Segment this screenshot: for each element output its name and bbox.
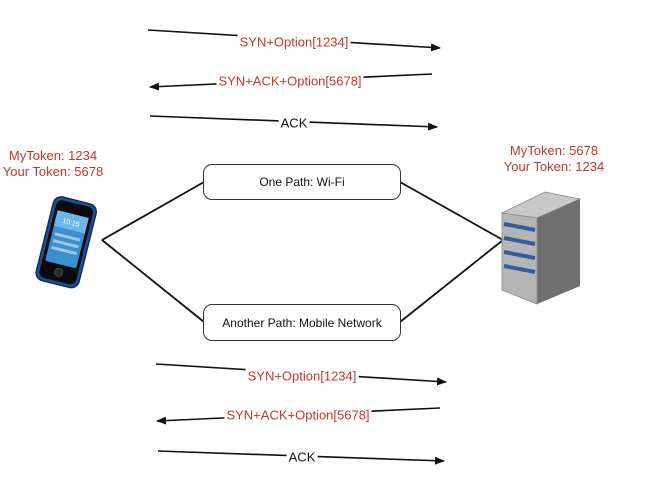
phone-clock: 10:15: [62, 218, 81, 229]
client-your-token: Your Token: 5678: [2, 164, 104, 179]
server-tokens: MyToken: 5678 Your Token: 1234: [496, 143, 612, 175]
client-tokens: MyToken: 1234 Your Token: 5678: [0, 148, 106, 180]
link-phone-mobile: [101, 239, 205, 323]
server-your-token: Your Token: 1234: [503, 159, 605, 174]
msg-syn-top: SYN+Option[1234]: [237, 34, 351, 50]
link-mobile-server: [399, 239, 504, 323]
msg-synack-bottom: SYN+ACK+Option[5678]: [224, 407, 372, 423]
server-my-token: MyToken: 5678: [509, 143, 599, 158]
smartphone-icon: 10:15: [35, 196, 98, 289]
client-my-token: MyToken: 1234: [8, 148, 98, 163]
msg-ack-top: ACK: [278, 115, 310, 131]
link-phone-wifi: [101, 181, 205, 241]
msg-synack-top: SYN+ACK+Option[5678]: [216, 73, 364, 89]
path-box-mobile: Another Path: Mobile Network: [203, 304, 401, 341]
msg-syn-bottom: SYN+Option[1234]: [245, 368, 359, 384]
link-wifi-server: [399, 181, 504, 241]
path-label-mobile: Another Path: Mobile Network: [222, 315, 382, 330]
msg-ack-bottom: ACK: [286, 449, 318, 465]
server-tower-icon: [500, 191, 582, 305]
path-label-wifi: One Path: Wi-Fi: [259, 175, 345, 189]
path-box-wifi: One Path: Wi-Fi: [203, 164, 401, 200]
